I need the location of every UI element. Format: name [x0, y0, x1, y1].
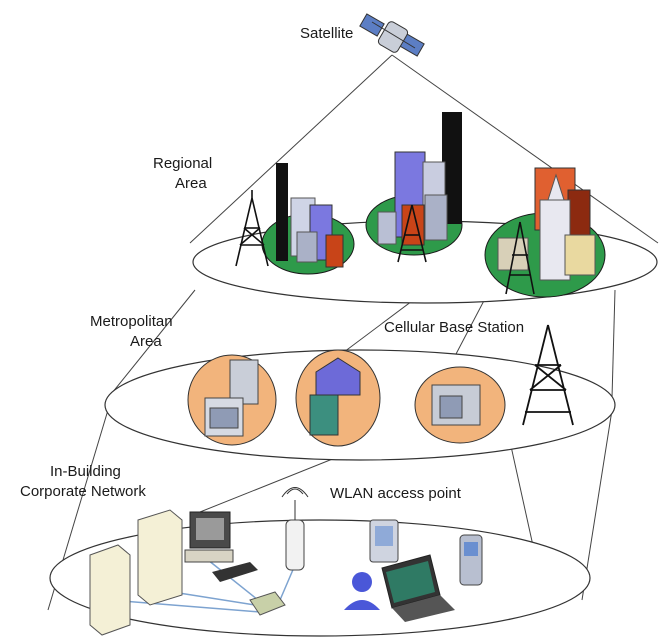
cellular-base-station-tower-icon — [522, 324, 574, 426]
wlan-access-point-label: WLAN access point — [330, 485, 461, 502]
server-tower-left-icon — [89, 544, 131, 636]
cellular-base-station-label: Cellular Base Station — [384, 319, 525, 336]
metropolitan-area-label-line2: Area — [130, 333, 162, 350]
metro-building-right-icon — [414, 366, 506, 444]
metropolitan-area-label-line1: Metropolitan — [90, 313, 173, 330]
network-switch-icon — [249, 591, 286, 616]
regional-city-cluster-right — [484, 167, 606, 298]
user-person-icon — [344, 572, 380, 610]
in-building-network-ellipse — [49, 519, 591, 637]
in-building-network-label-line2: Corporate Network — [20, 483, 146, 500]
in-building-network-label-line1: In-Building — [50, 463, 121, 480]
regional-tower-right-icon — [505, 221, 535, 295]
satellite-label: Satellite — [300, 25, 354, 42]
mobile-phone-icon — [459, 534, 483, 586]
regional-city-cluster-left — [261, 163, 355, 275]
desktop-computer-icon — [184, 511, 258, 582]
lan-cables — [109, 559, 296, 613]
regional-tower-left-icon — [235, 190, 269, 267]
wlan-access-point-icon — [281, 487, 309, 571]
metro-building-left-icon — [187, 354, 277, 446]
server-tower-right-icon — [137, 509, 183, 606]
regional-city-cluster-center — [365, 112, 463, 256]
regional-tower-center-icon — [397, 204, 427, 263]
regional-area-label-line2: Area — [175, 175, 207, 192]
metro-building-center-icon — [295, 349, 381, 447]
pda-icon — [369, 519, 399, 563]
laptop-icon — [381, 554, 455, 622]
satellite-icon — [359, 13, 425, 57]
regional-area-label-line1: Regional — [153, 155, 213, 172]
